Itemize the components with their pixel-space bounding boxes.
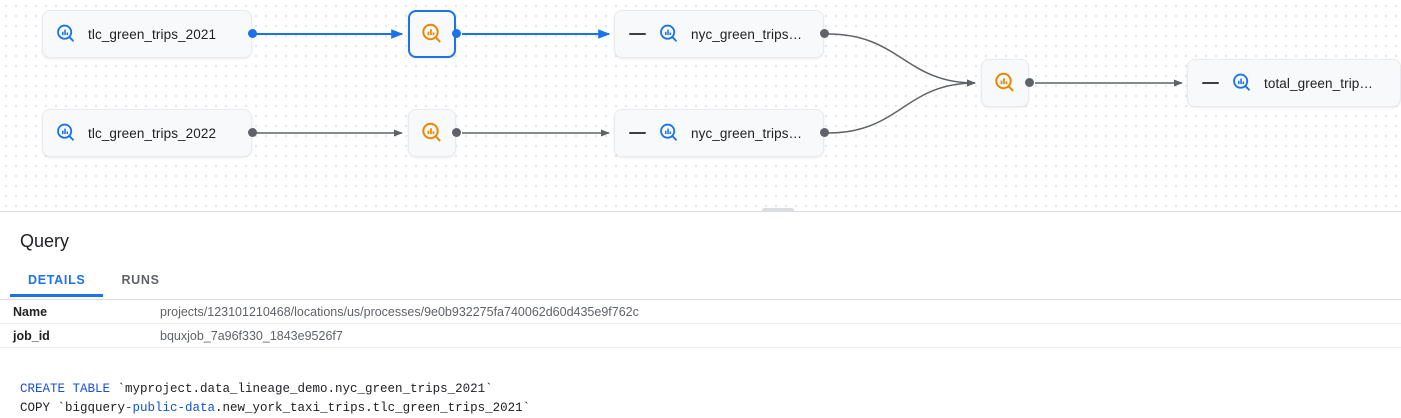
property-value: bquxjob_7a96f330_1843e9526f7 bbox=[160, 328, 343, 343]
table-search-icon bbox=[1231, 72, 1253, 94]
node-label: tlc_green_trips_2022 bbox=[88, 125, 217, 141]
sql-code-block: CREATE TABLE `myproject.data_lineage_dem… bbox=[0, 372, 1401, 418]
node-label: total_green_trip… bbox=[1264, 75, 1374, 91]
sql-text: `myproject.data_lineage_demo.nyc_green_t… bbox=[110, 382, 493, 396]
panel-divider bbox=[0, 208, 1401, 213]
page-title: Query bbox=[20, 231, 70, 251]
collapse-toggle-icon[interactable] bbox=[1202, 82, 1219, 84]
tab-bar: DETAILS RUNS bbox=[0, 268, 1401, 300]
node-output-port[interactable] bbox=[452, 29, 461, 38]
sql-line-1: CREATE TABLE `myproject.data_lineage_dem… bbox=[20, 382, 493, 396]
property-key: Name bbox=[13, 304, 48, 319]
node-output-port[interactable] bbox=[820, 128, 829, 137]
table-search-icon bbox=[658, 122, 680, 144]
sql-text: COPY `bigquery bbox=[20, 401, 126, 415]
collapse-toggle-icon[interactable] bbox=[629, 132, 646, 134]
sql-text: .new_york_taxi_trips.tlc_green_trips_202… bbox=[215, 401, 531, 415]
table-row: Name projects/123101210468/locations/us/… bbox=[0, 300, 1401, 324]
lineage-graph-canvas[interactable]: tlc_green_trips_2021 tlc_green_trips_202… bbox=[0, 0, 1401, 211]
node-label: nyc_green_trips… bbox=[691, 125, 803, 141]
property-value: projects/123101210468/locations/us/proce… bbox=[160, 304, 639, 319]
graph-node-process-query[interactable] bbox=[408, 109, 456, 157]
sql-line-2: COPY `bigquery-public-data.new_york_taxi… bbox=[20, 401, 530, 415]
graph-node-tlc-green-trips-2022[interactable]: tlc_green_trips_2022 bbox=[42, 109, 252, 157]
graph-node-nyc-green-trips-2021[interactable]: nyc_green_trips… bbox=[614, 10, 824, 58]
collapse-toggle-icon[interactable] bbox=[629, 33, 646, 35]
graph-node-process-query-merge[interactable] bbox=[981, 59, 1029, 107]
node-output-port[interactable] bbox=[1025, 78, 1034, 87]
graph-node-tlc-green-trips-2021[interactable]: tlc_green_trips_2021 bbox=[42, 10, 252, 58]
sql-highlight: -public-data bbox=[125, 401, 216, 415]
node-output-port[interactable] bbox=[452, 128, 461, 137]
table-search-icon bbox=[55, 23, 77, 45]
process-search-icon bbox=[420, 121, 444, 145]
tab-details[interactable]: DETAILS bbox=[10, 268, 104, 297]
process-search-icon bbox=[420, 22, 444, 46]
details-panel: Query DETAILS RUNS Name projects/1231012… bbox=[0, 212, 1401, 417]
node-output-port[interactable] bbox=[248, 29, 257, 38]
edge-nyc2022-to-proc3 bbox=[827, 79, 976, 134]
node-label: tlc_green_trips_2021 bbox=[88, 26, 217, 42]
table-search-icon bbox=[658, 23, 680, 45]
node-label: nyc_green_trips… bbox=[691, 26, 803, 42]
sql-keyword: CREATE TABLE bbox=[20, 382, 111, 396]
property-table: Name projects/123101210468/locations/us/… bbox=[0, 300, 1401, 348]
graph-node-nyc-green-trips-2022[interactable]: nyc_green_trips… bbox=[614, 109, 824, 157]
graph-node-process-query-selected[interactable] bbox=[408, 10, 456, 58]
panel-resize-handle[interactable] bbox=[762, 208, 794, 213]
node-output-port[interactable] bbox=[820, 29, 829, 38]
edge-nyc2021-to-proc3 bbox=[827, 33, 976, 87]
table-row: job_id bquxjob_7a96f330_1843e9526f7 bbox=[0, 324, 1401, 348]
process-search-icon bbox=[993, 71, 1017, 95]
property-key: job_id bbox=[13, 328, 50, 343]
graph-node-total-green-trips[interactable]: total_green_trip… bbox=[1187, 59, 1401, 107]
table-search-icon bbox=[55, 122, 77, 144]
node-output-port[interactable] bbox=[248, 128, 257, 137]
tab-runs[interactable]: RUNS bbox=[121, 273, 160, 287]
